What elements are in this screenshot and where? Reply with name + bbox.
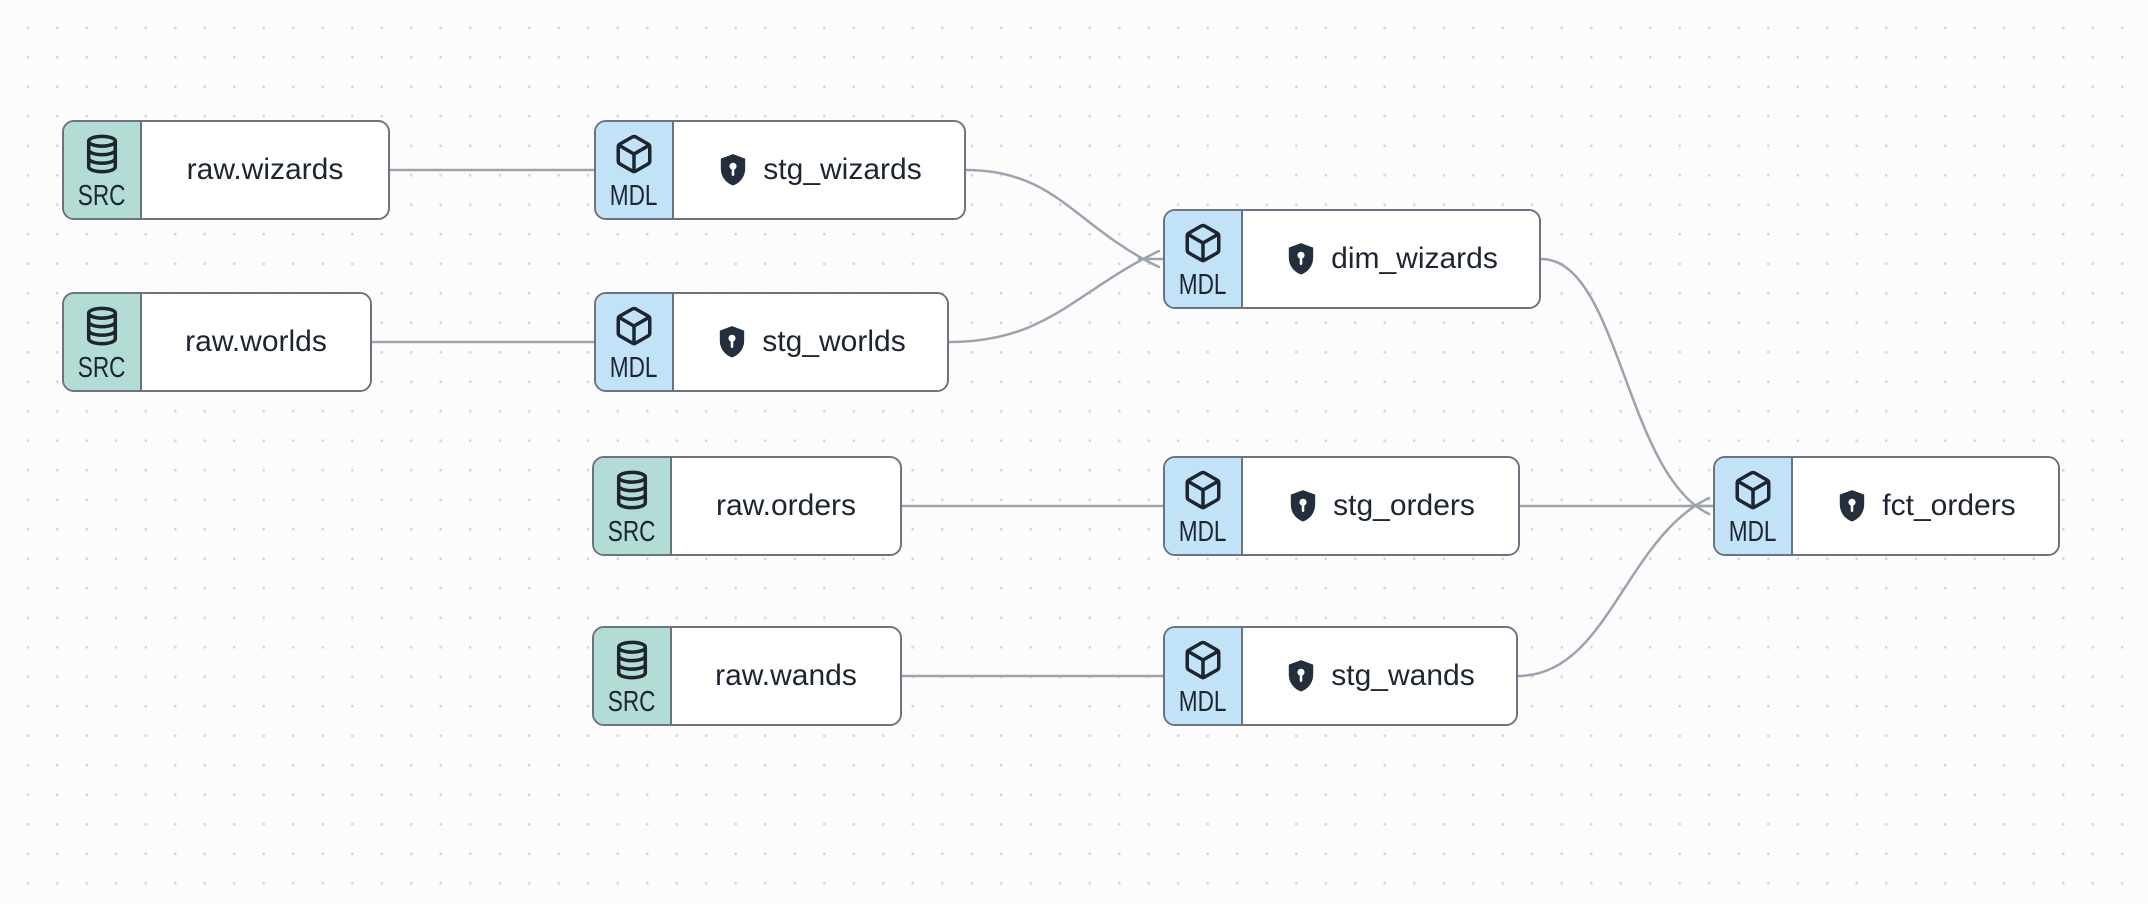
- node-label: fct_orders: [1882, 489, 2016, 522]
- model-badge: MDL: [596, 294, 674, 390]
- shield-lock-icon: [715, 324, 749, 361]
- source-badge: SRC: [64, 294, 142, 390]
- badge-label: SRC: [608, 686, 656, 718]
- node-label: dim_wizards: [1331, 242, 1498, 275]
- cube-icon: [613, 133, 655, 175]
- badge-label: SRC: [608, 516, 656, 548]
- node-stg_wands[interactable]: MDL stg_wands: [1163, 626, 1518, 726]
- node-label: stg_wands: [1331, 659, 1475, 692]
- cube-icon: [1182, 469, 1224, 511]
- node-raw_worlds[interactable]: SRC raw.worlds: [62, 292, 372, 392]
- model-badge: MDL: [1715, 458, 1793, 554]
- cube-icon: [1732, 469, 1774, 511]
- node-label: stg_orders: [1333, 489, 1475, 522]
- node-raw_wands[interactable]: SRC raw.wands: [592, 626, 902, 726]
- model-badge: MDL: [1165, 628, 1243, 724]
- badge-label: SRC: [78, 352, 126, 384]
- node-label-area: stg_wizards: [674, 122, 964, 218]
- cube-icon: [613, 305, 655, 347]
- node-label: raw.wands: [715, 659, 857, 692]
- badge-label: MDL: [1179, 516, 1227, 548]
- database-icon: [81, 305, 123, 347]
- node-label: stg_worlds: [762, 325, 906, 358]
- edge-stg_wizards-dim_wizards: [964, 168, 1161, 269]
- source-badge: SRC: [594, 458, 672, 554]
- node-label-area: fct_orders: [1793, 458, 2058, 554]
- node-label-area: raw.orders: [672, 458, 900, 554]
- node-label-area: raw.wizards: [142, 122, 388, 218]
- shield-lock-icon: [716, 152, 750, 189]
- node-label: raw.worlds: [185, 325, 327, 358]
- edge-stg_wands-fct_orders: [1516, 496, 1711, 678]
- cube-icon: [1182, 222, 1224, 264]
- edge-dim_wizards-fct_orders: [1539, 257, 1711, 516]
- node-stg_worlds[interactable]: MDL stg_worlds: [594, 292, 949, 392]
- badge-label: MDL: [1729, 516, 1777, 548]
- node-label: raw.orders: [715, 489, 857, 522]
- node-label-area: raw.wands: [672, 628, 900, 724]
- edge-stg_worlds-dim_wizards: [947, 249, 1161, 344]
- shield-lock-icon: [1284, 241, 1318, 278]
- node-label-area: stg_orders: [1243, 458, 1518, 554]
- node-dim_wizards[interactable]: MDL dim_wizards: [1163, 209, 1541, 309]
- node-stg_wizards[interactable]: MDL stg_wizards: [594, 120, 966, 220]
- node-label: stg_wizards: [763, 153, 922, 186]
- badge-label: MDL: [610, 352, 658, 384]
- shield-lock-icon: [1286, 488, 1320, 525]
- shield-lock-icon: [1835, 488, 1869, 525]
- node-label-area: stg_worlds: [674, 294, 947, 390]
- badge-label: MDL: [610, 180, 658, 212]
- database-icon: [81, 133, 123, 175]
- node-raw_wizards[interactable]: SRC raw.wizards: [62, 120, 390, 220]
- database-icon: [611, 639, 653, 681]
- model-badge: MDL: [1165, 211, 1243, 307]
- source-badge: SRC: [594, 628, 672, 724]
- node-fct_orders[interactable]: MDL fct_orders: [1713, 456, 2060, 556]
- model-badge: MDL: [1165, 458, 1243, 554]
- node-label-area: stg_wands: [1243, 628, 1516, 724]
- node-stg_orders[interactable]: MDL stg_orders: [1163, 456, 1520, 556]
- node-label-area: raw.worlds: [142, 294, 370, 390]
- source-badge: SRC: [64, 122, 142, 218]
- model-badge: MDL: [596, 122, 674, 218]
- node-label-area: dim_wizards: [1243, 211, 1539, 307]
- badge-label: MDL: [1179, 686, 1227, 718]
- node-raw_orders[interactable]: SRC raw.orders: [592, 456, 902, 556]
- badge-label: SRC: [78, 180, 126, 212]
- node-label: raw.wizards: [186, 153, 344, 186]
- database-icon: [611, 469, 653, 511]
- shield-lock-icon: [1284, 658, 1318, 695]
- cube-icon: [1182, 639, 1224, 681]
- badge-label: MDL: [1179, 269, 1227, 301]
